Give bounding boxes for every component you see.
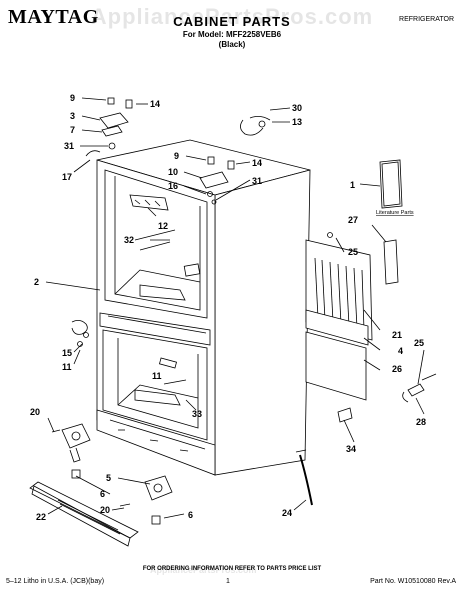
category-label: REFRIGERATOR [399,16,454,23]
page-title: CABINET PARTS [173,14,291,29]
callout-3: 3 [70,111,75,121]
front-roller-right [144,475,173,501]
callout-16: 16 [168,181,178,191]
model-number: For Model: MFF2258VEB6 [182,30,282,39]
literature-booklet [379,159,403,209]
callout-10: 10 [168,167,178,177]
callout-14-mid: 14 [252,158,262,168]
ordering-note: FOR ORDERING INFORMATION REFER TO PARTS … [142,566,322,572]
callout-9-mid: 9 [174,151,179,161]
callout-12: 12 [158,221,168,231]
callout-7: 7 [70,125,75,135]
rear-lower-panel [305,331,367,401]
literature-parts-label: Literature Parts [376,210,414,216]
callout-21: 21 [392,330,402,340]
fresh-food-liner [104,169,208,319]
callout-2: 2 [34,277,39,287]
callout-25-b: 25 [414,338,424,348]
callout-20-bottom: 20 [100,505,110,515]
callout-4: 4 [398,346,403,356]
callout-25-a: 25 [348,247,358,257]
toe-grille [29,481,139,539]
callout-13: 13 [292,117,302,127]
callout-27: 27 [348,215,358,225]
callout-11-mid: 11 [152,371,162,381]
callout-6-left: 6 [100,489,105,499]
callout-15: 15 [62,348,72,358]
hinge-screw [107,97,115,105]
callout-5: 5 [106,473,111,483]
page-number: 1 [226,578,230,585]
callout-20-top: 20 [30,407,40,417]
callout-31-mid: 31 [252,176,262,186]
callout-6-right: 6 [188,510,193,520]
callout-22: 22 [36,512,46,522]
freezer-liner [102,329,208,441]
callout-17: 17 [62,172,72,182]
callout-32: 32 [124,235,134,245]
callout-30: 30 [292,103,302,113]
cabinet-right-side [214,169,311,476]
front-roller-left [61,423,91,449]
callout-28: 28 [416,417,426,427]
brand-logo: MAYTAG [8,6,99,28]
part-number: Part No. W10510080 Rev.A [370,578,456,585]
callout-26: 26 [392,364,402,374]
mullion-divider [99,312,211,346]
callout-9-top: 9 [70,93,75,103]
model-color: (Black) [218,40,246,49]
callout-31-left: 31 [64,141,74,151]
callout-14-top: 14 [150,99,160,109]
callout-33: 33 [192,409,202,419]
litho-info: 5–12 Litho in U.S.A. (JCB)(bay) [6,578,105,585]
callout-1: 1 [350,180,355,190]
callout-34: 34 [346,444,356,454]
callout-11-left: 11 [62,362,72,372]
hinge-cap [125,99,133,109]
callout-24: 24 [282,508,292,518]
top-hinge [99,112,129,129]
watermark-bottom: AppliancePartsPros.com [150,565,257,575]
